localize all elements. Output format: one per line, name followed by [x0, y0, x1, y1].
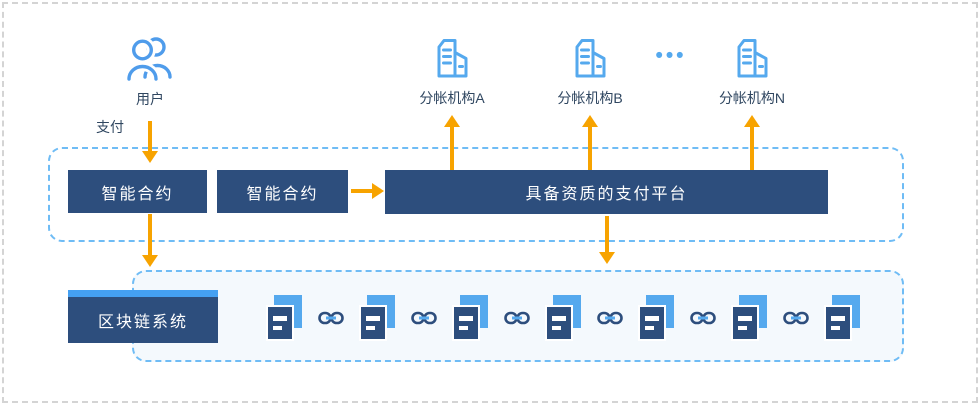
payment-platform-box: 具备资质的支付平台 — [385, 170, 828, 214]
block-icon — [266, 295, 302, 341]
institution-b-label: 分帐机构B — [557, 90, 623, 106]
user-label: 用户 — [136, 91, 164, 107]
building-icon-b — [567, 34, 613, 85]
institution-n-label: 分帐机构N — [718, 90, 786, 106]
institutions-ellipsis: ••• — [655, 44, 687, 67]
smart-contract-right-label: 智能合约 — [246, 185, 319, 203]
blockchain-chain — [266, 294, 860, 342]
institution-a-label: 分帐机构A — [419, 90, 485, 106]
block-icon — [638, 295, 674, 341]
arrow-user-to-contract — [142, 121, 158, 163]
payment-label: 支付 — [96, 119, 124, 135]
chain-link-icon — [317, 311, 344, 325]
building-icon-a — [429, 34, 475, 85]
chain-link-icon — [410, 311, 437, 325]
arrow-platform-to-institution-n — [744, 115, 760, 170]
blockchain-system-box: 区块链系统 — [68, 290, 218, 343]
arrow-platform-to-institution-b — [582, 115, 598, 170]
blockchain-box-top-strip — [68, 290, 218, 297]
arrow-platform-to-blockchain — [599, 216, 615, 264]
block-icon — [824, 295, 860, 341]
block-icon — [452, 295, 488, 341]
chain-link-icon — [596, 311, 623, 325]
arrow-platform-to-institution-a — [444, 115, 460, 170]
block-icon — [731, 295, 767, 341]
smart-contract-left-label: 智能合约 — [101, 185, 174, 203]
building-icon-n — [729, 34, 775, 85]
block-icon — [545, 295, 581, 341]
chain-link-icon — [782, 311, 809, 325]
arrow-contract-to-platform — [351, 183, 384, 199]
smart-contract-box-left: 智能合约 — [68, 170, 207, 213]
payment-platform-label: 具备资质的支付平台 — [525, 186, 688, 203]
chain-link-icon — [503, 311, 530, 325]
chain-link-icon — [689, 311, 716, 325]
arrow-contract-to-blockchain — [142, 214, 158, 267]
users-icon — [124, 34, 174, 89]
block-icon — [359, 295, 395, 341]
smart-contract-box-right: 智能合约 — [217, 170, 348, 213]
blockchain-system-label: 区块链系统 — [97, 314, 188, 331]
contract-layer-panel — [48, 147, 904, 242]
